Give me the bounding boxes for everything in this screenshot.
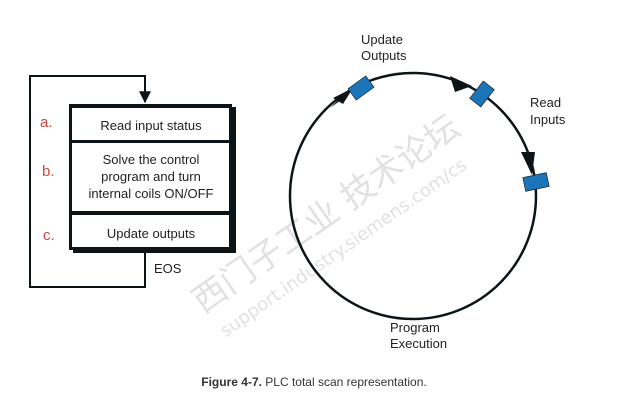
step-b-text-3: internal coils ON/OFF	[89, 186, 214, 201]
marker-c: c.	[43, 227, 55, 244]
step-c-text: Update outputs	[107, 226, 196, 241]
program-execution-label-2: Execution	[390, 336, 447, 351]
update-outputs-label-1: Update	[361, 32, 403, 47]
arrowhead-1	[333, 88, 353, 104]
figure-number: Figure 4-7.	[201, 375, 262, 389]
read-inputs-block	[469, 80, 495, 108]
update-outputs-block	[347, 75, 375, 101]
read-inputs-label-1: Read	[530, 95, 561, 110]
arrowhead-3	[521, 152, 535, 175]
step-solve-program	[72, 143, 229, 211]
feedback-loop-line	[29, 75, 151, 288]
marker-b: b.	[42, 163, 55, 180]
program-execution-label-1: Program	[390, 320, 440, 335]
read-inputs-label-2: Inputs	[530, 112, 566, 127]
step-b-text-1: Solve the control	[103, 152, 200, 167]
step-b-text-2: program and turn	[101, 169, 201, 184]
scan-cycle-circle	[288, 71, 538, 321]
marker-a: a.	[40, 114, 53, 131]
step-update-outputs	[72, 215, 229, 247]
figure-caption: Figure 4-7. PLC total scan representatio…	[0, 375, 628, 389]
update-outputs-label-2: Outputs	[361, 48, 407, 63]
caption-text: PLC total scan representation.	[261, 375, 427, 389]
program-start-block	[522, 172, 550, 192]
eos-label: EOS	[154, 261, 182, 276]
step-read-input	[72, 108, 229, 140]
step-a-text: Read input status	[100, 118, 202, 133]
arrowhead-2	[450, 76, 472, 92]
